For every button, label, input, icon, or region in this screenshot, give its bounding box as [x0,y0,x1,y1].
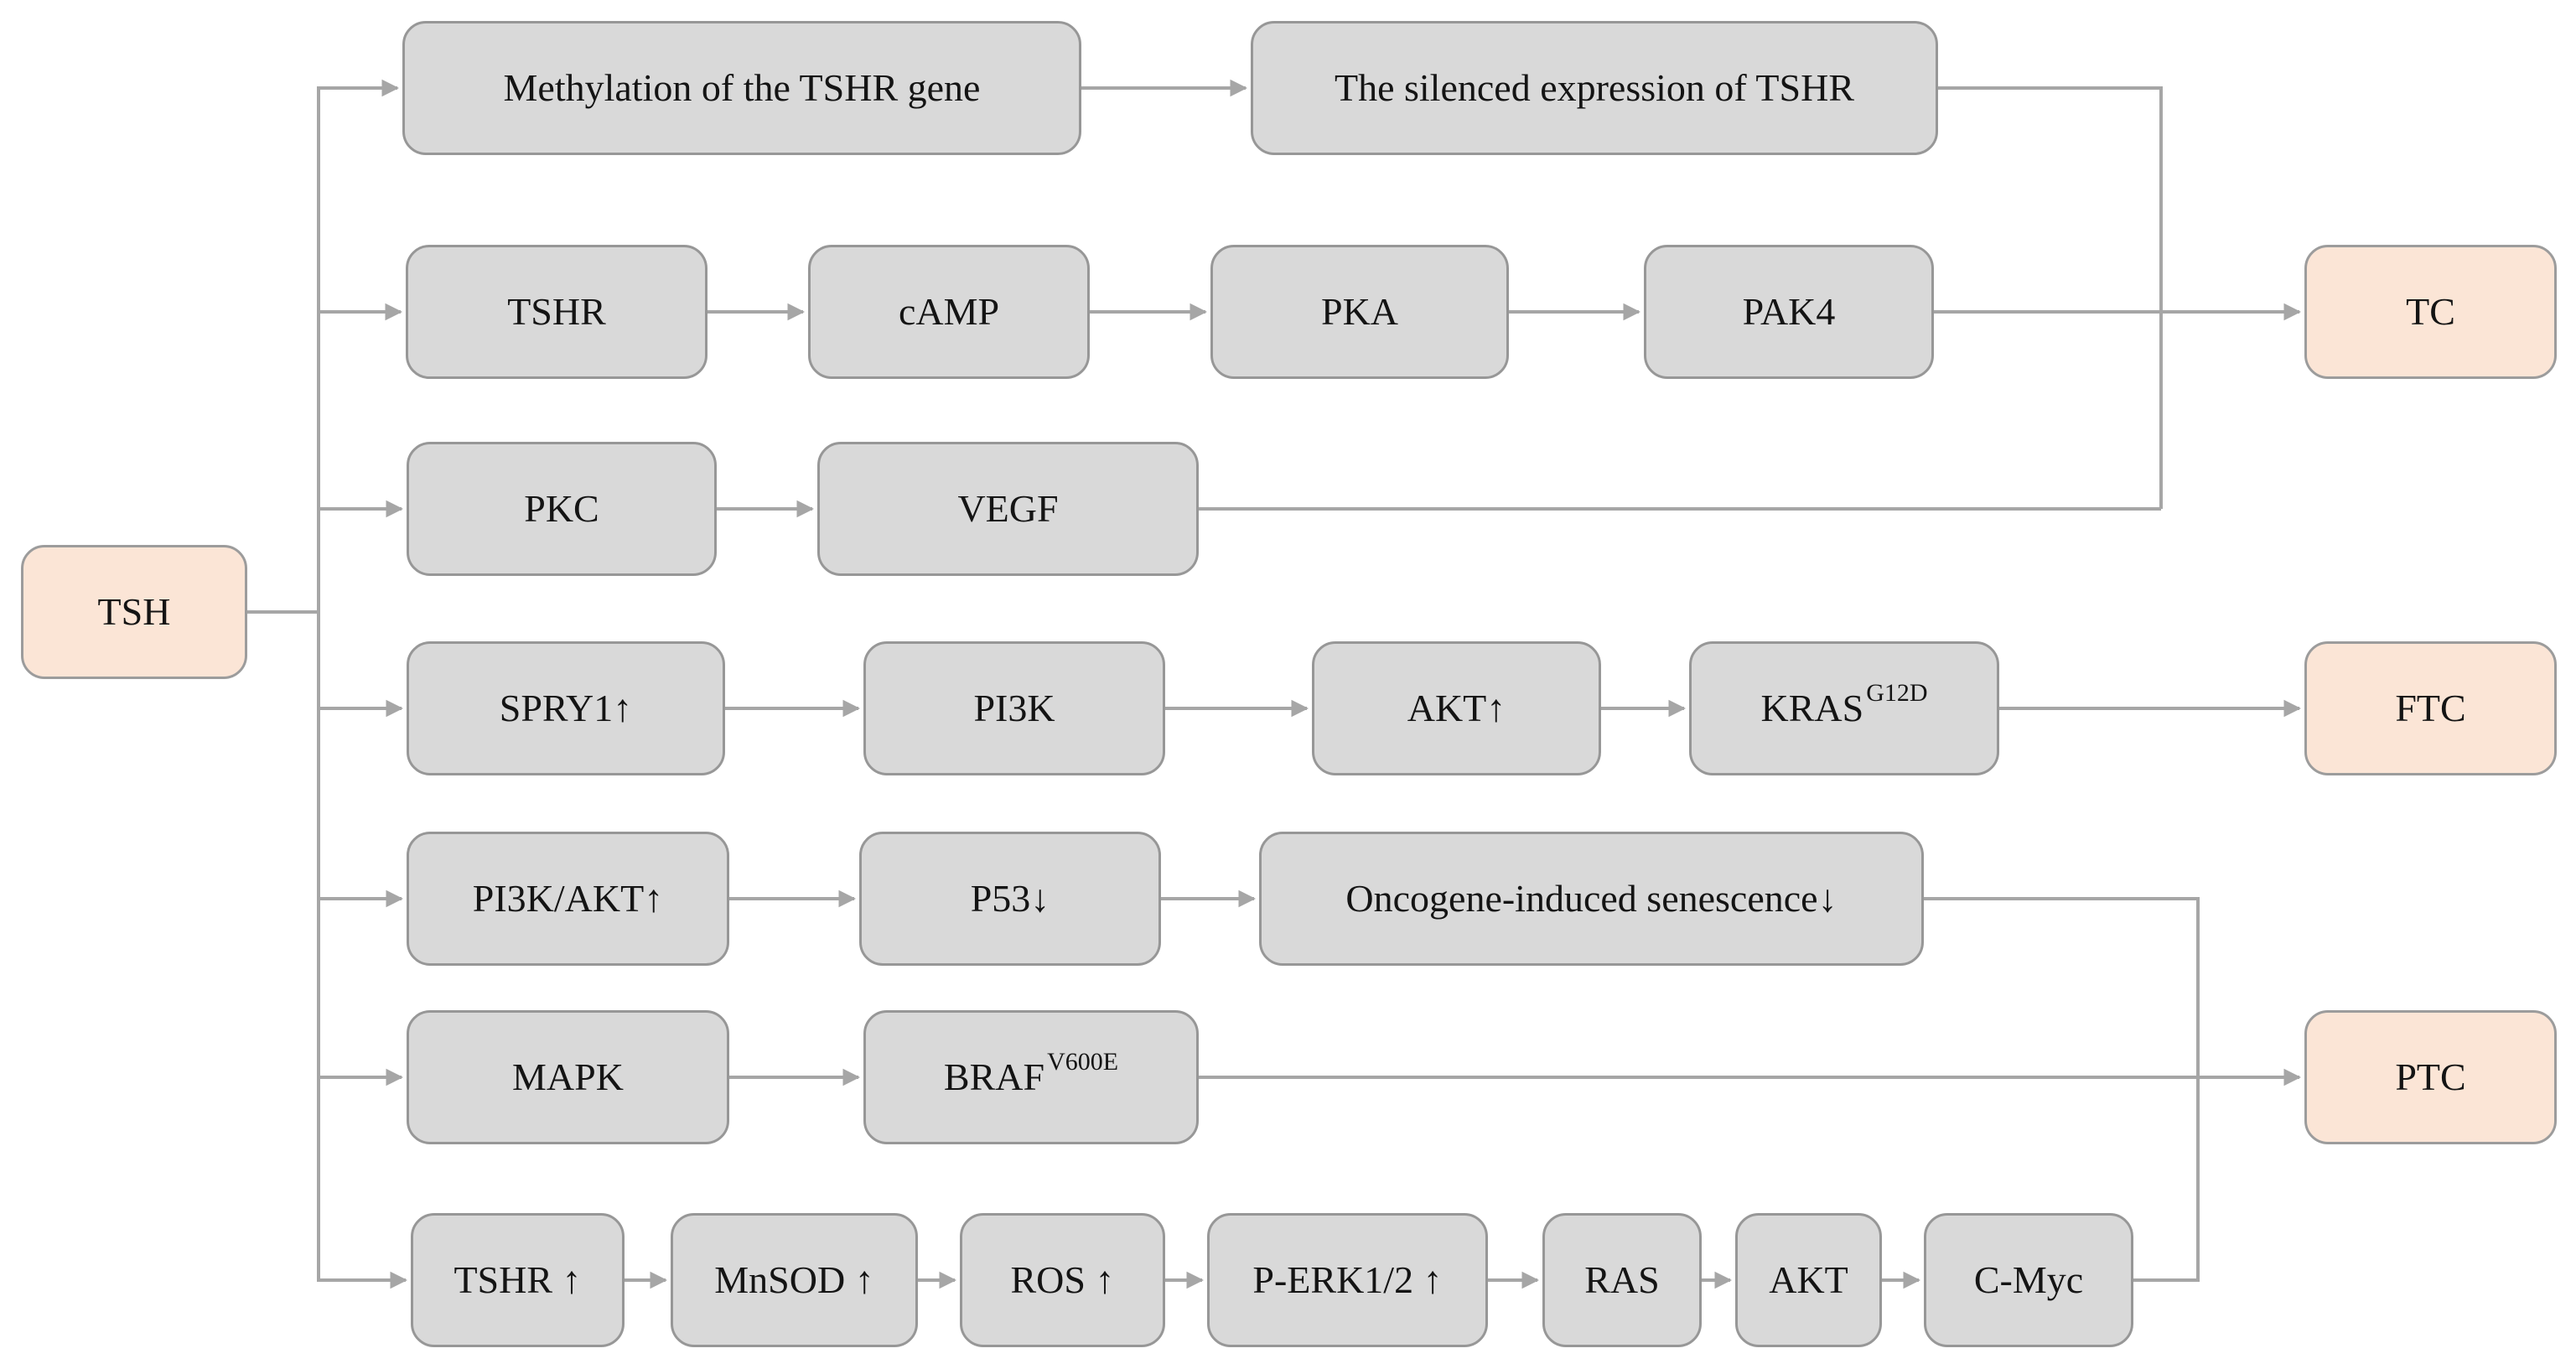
node-pka-label: PKA [1320,289,1399,333]
node-spry1-label: SPRY1↑ [499,686,633,729]
node-camp: cAMP [808,245,1090,379]
node-pka: PKA [1210,245,1509,379]
node-pi3k-akt-label: PI3K/AKT↑ [472,876,664,920]
node-akt: AKT [1735,1213,1882,1347]
node-akt-label: AKT [1769,1258,1848,1301]
node-camp-label: cAMP [898,289,1000,333]
node-tshr-up: TSHR ↑ [411,1213,625,1347]
node-vegf: VEGF [817,442,1199,576]
node-pi3k-label: PI3K [973,686,1055,729]
node-braf-base: BRAF [943,1055,1045,1098]
node-senescence: Oncogene-induced senescence↓ [1259,832,1924,966]
node-ftc-label: FTC [2395,686,2466,729]
node-perk12-label: P-ERK1/2 ↑ [1252,1258,1443,1301]
node-tsh: TSH [21,545,247,679]
node-mnsod: MnSOD ↑ [671,1213,918,1347]
node-silenced-expression: The silenced expression of TSHR [1251,21,1938,155]
node-silenced-expression-label: The silenced expression of TSHR [1334,65,1855,109]
node-pak4-label: PAK4 [1742,289,1836,333]
node-pi3k-akt: PI3K/AKT↑ [407,832,729,966]
node-kras-base: KRAS [1760,686,1864,729]
node-ftc: FTC [2304,641,2557,775]
node-cmyc: C-Myc [1924,1213,2133,1347]
node-braf-superscript: V600E [1047,1047,1119,1076]
node-methylation-label: Methylation of the TSHR gene [503,65,981,109]
node-pkc: PKC [407,442,717,576]
node-pkc-label: PKC [524,486,599,530]
node-vegf-label: VEGF [957,486,1059,530]
node-p53-label: P53↓ [970,876,1050,920]
node-mnsod-label: MnSOD ↑ [714,1258,874,1301]
node-kras-superscript: G12D [1866,678,1928,707]
node-ras: RAS [1542,1213,1702,1347]
node-p53: P53↓ [859,832,1161,966]
node-cmyc-label: C-Myc [1973,1258,2084,1301]
node-tc: TC [2304,245,2557,379]
node-akt-up: AKT↑ [1312,641,1601,775]
node-methylation: Methylation of the TSHR gene [402,21,1081,155]
node-tshr: TSHR [406,245,707,379]
node-tc-label: TC [2406,289,2455,333]
node-perk12: P-ERK1/2 ↑ [1207,1213,1488,1347]
node-ros: ROS ↑ [960,1213,1165,1347]
node-akt-up-label: AKT↑ [1407,686,1506,729]
node-spry1: SPRY1↑ [407,641,725,775]
node-tshr-label: TSHR [507,289,606,333]
node-ptc-label: PTC [2395,1055,2466,1098]
node-ros-label: ROS ↑ [1010,1258,1115,1301]
node-mapk: MAPK [407,1010,729,1144]
node-ptc: PTC [2304,1010,2557,1144]
node-tshr-up-label: TSHR ↑ [454,1258,582,1301]
node-ras-label: RAS [1584,1258,1660,1301]
node-pi3k: PI3K [863,641,1165,775]
node-tsh-label: TSH [97,589,171,633]
node-mapk-label: MAPK [512,1055,624,1098]
node-pak4: PAK4 [1644,245,1934,379]
node-senescence-label: Oncogene-induced senescence↓ [1345,876,1837,920]
